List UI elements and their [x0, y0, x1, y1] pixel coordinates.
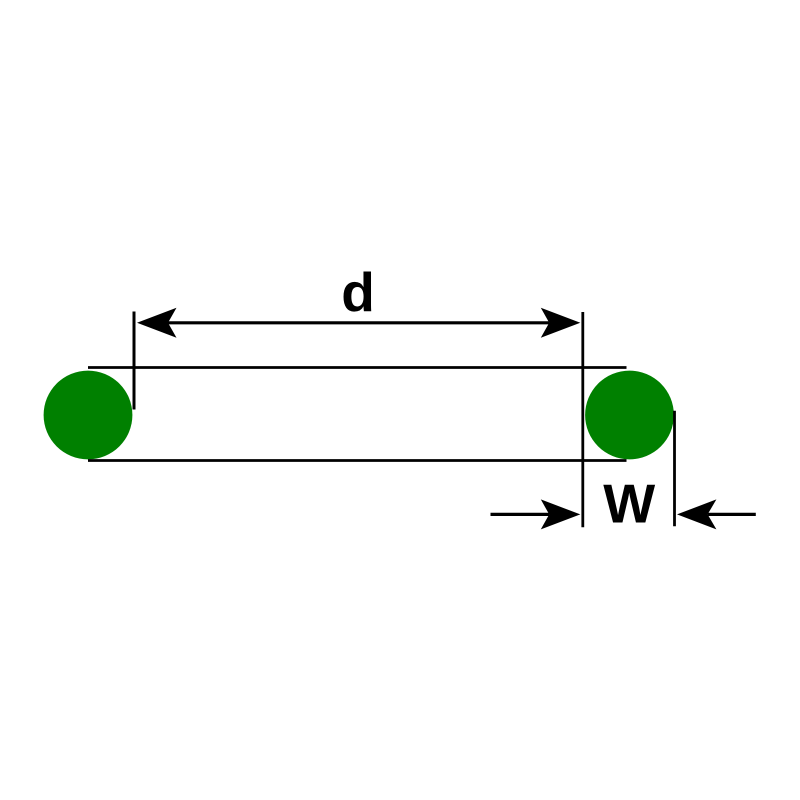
svg-text:d: d	[341, 261, 375, 323]
svg-text:W: W	[603, 473, 655, 535]
